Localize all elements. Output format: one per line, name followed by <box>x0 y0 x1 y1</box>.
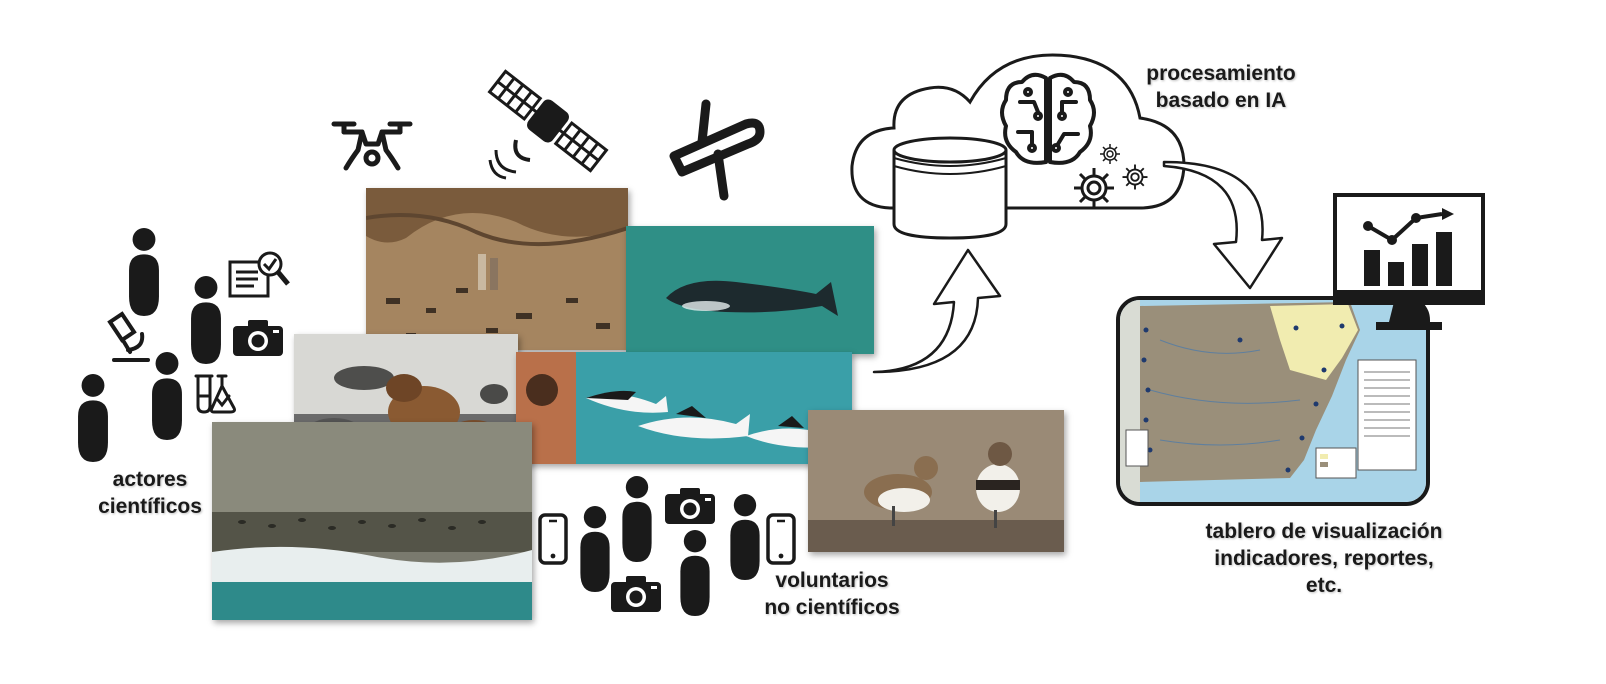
gear-icon <box>1070 164 1118 212</box>
shoreline-aerial-photo <box>212 422 532 620</box>
beach-survey-photo <box>366 188 628 350</box>
dashboard-label: tablero de visualización indicadores, re… <box>1205 520 1443 597</box>
drone-icon <box>331 121 413 171</box>
document-search-icon <box>228 251 290 298</box>
ai-processing-label: procesamiento basado en IA <box>1146 62 1296 112</box>
person-icon <box>74 374 112 462</box>
person-icon <box>676 530 714 616</box>
person-icon <box>187 276 225 364</box>
person-icon <box>148 352 186 440</box>
dolphins-photo <box>516 352 852 464</box>
phone-icon <box>766 512 796 566</box>
arrow-icon <box>1162 160 1284 290</box>
airplane-icon <box>669 99 765 201</box>
gear-icon <box>1120 162 1150 192</box>
brain-circuit-icon <box>1000 72 1096 165</box>
bar-chart-icon <box>1363 208 1454 286</box>
phone-icon <box>538 512 568 566</box>
arrow-icon <box>872 248 1002 374</box>
person-icon <box>576 506 614 592</box>
map-panel <box>1116 296 1430 506</box>
scientific-actors-label: actores científicos <box>98 468 202 518</box>
satellite-icon <box>487 69 609 180</box>
camera-icon <box>610 576 662 612</box>
person-icon <box>618 476 656 562</box>
flask-icon <box>194 374 236 414</box>
database-icon <box>892 136 1008 240</box>
person-icon <box>125 228 163 316</box>
plovers-photo <box>808 410 1064 552</box>
volunteers-label: voluntarios no científicos <box>764 569 900 619</box>
camera-icon <box>232 320 284 356</box>
whale-aerial-photo <box>626 226 874 354</box>
gear-icon <box>1098 142 1122 166</box>
microscope-icon <box>107 311 150 362</box>
camera-icon <box>664 488 716 524</box>
monitor-icon <box>1333 193 1485 330</box>
